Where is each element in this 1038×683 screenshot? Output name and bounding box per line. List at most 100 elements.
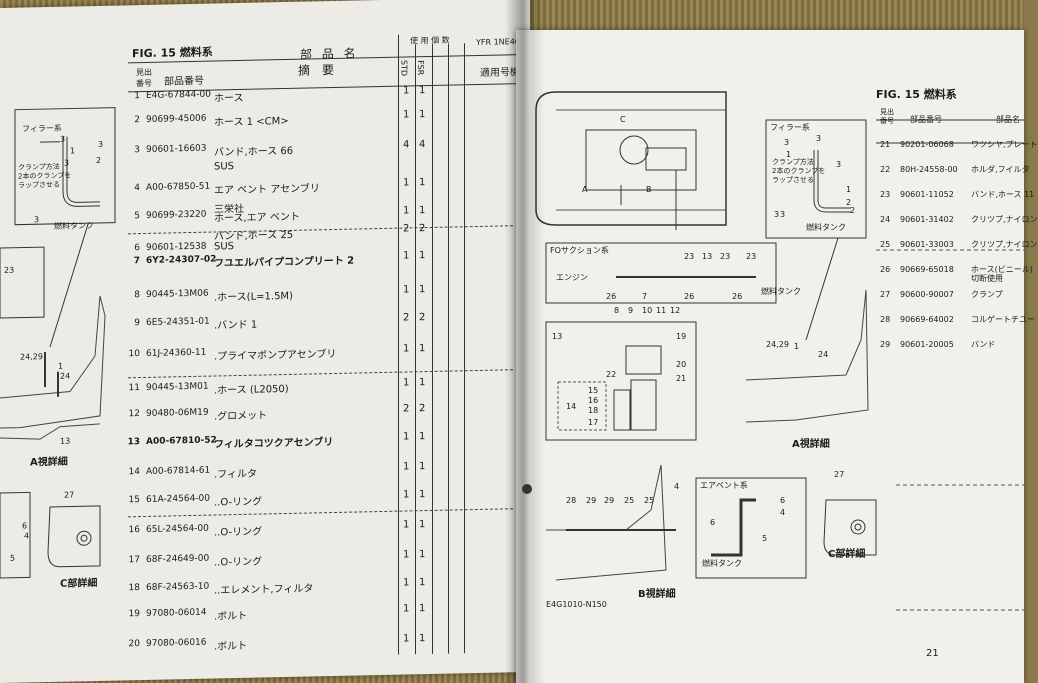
right-fig-title: FIG. 15 燃料系	[876, 88, 957, 101]
row-qty-std: 1	[403, 343, 410, 355]
right-col-header-ref: 見出 番号	[880, 108, 894, 125]
right-row-description: バンド,ホース 11	[971, 190, 1035, 199]
diagram-callout-number: 1	[70, 146, 76, 156]
row-part-number: A00-67810-52	[146, 435, 217, 447]
row-qty-fsr: 1	[419, 343, 426, 355]
row-description: SUS	[214, 241, 235, 253]
row-qty-fsr: 1	[419, 250, 426, 262]
row-description: .ホース(L=1.5M)	[214, 290, 293, 304]
row-part-number: 90699-23220	[146, 209, 207, 221]
row-description: ホース,エア ベント	[214, 211, 300, 225]
filter-callout: 15	[588, 386, 599, 395]
right-row-ref-number: 26	[880, 265, 891, 274]
row-part-number: 68F-24563-10	[146, 581, 210, 593]
filter-callout: 20	[676, 360, 687, 369]
right-clamp-note: クランプ方法 2本のクランプを ラップさせる	[772, 158, 826, 184]
right-row-part-number: 90600-90007	[900, 290, 954, 299]
suction-callout: 10	[642, 306, 653, 315]
row-qty-fsr: 1	[419, 549, 426, 561]
col-header-std: STD	[399, 59, 409, 77]
suction-callout: 12	[670, 306, 681, 315]
row-qty-fsr: 4	[419, 139, 426, 151]
suction-callout: 26	[732, 292, 743, 301]
row-part-number: 97080-06014	[146, 607, 207, 619]
page-number: 21	[926, 648, 939, 659]
left-filler-title: フィラー系	[22, 123, 62, 134]
col-header-part-no: 部品番号	[164, 75, 204, 88]
row-qty-fsr: 1	[419, 633, 426, 645]
row-qty-std: 1	[403, 109, 410, 121]
row-qty-std: 4	[403, 139, 410, 151]
col-line-1	[398, 34, 399, 655]
row-qty-std: 1	[403, 284, 410, 296]
right-diagram	[535, 91, 1024, 611]
air-vent-callout: 5	[762, 534, 768, 543]
right-row-description: クランプ	[971, 290, 1003, 299]
suction-callout: 26	[606, 292, 617, 301]
row-qty-fsr: 1	[419, 177, 426, 189]
row-qty-std: 1	[403, 603, 410, 615]
a-view-callout: 3	[836, 160, 842, 169]
row-qty-fsr: 2	[419, 403, 426, 415]
view-marker: C	[620, 115, 626, 124]
a-view-callout: 2	[850, 206, 856, 215]
a-view-callout: 24	[818, 350, 829, 359]
left-tank-label: 燃料タンク	[54, 221, 94, 231]
suction-callout: 23	[720, 252, 731, 261]
right-a-detail-caption: A視詳細	[792, 439, 830, 450]
row-qty-fsr: 1	[419, 489, 426, 501]
row-qty-std: 1	[403, 431, 410, 443]
filter-callout: 13	[552, 332, 563, 341]
suction-callout: 11	[656, 306, 667, 315]
row-ref-number: 20	[128, 639, 140, 650]
b-view-callout: 25	[624, 496, 635, 505]
row-qty-fsr: 1	[419, 461, 426, 473]
right-col-header-name: 部品名	[996, 115, 1020, 124]
diagram-callout-number: 3	[98, 139, 104, 149]
air-vent-callout: 6	[780, 496, 786, 505]
right-row-description: クリツプ,ナイロン	[971, 240, 1038, 249]
row-description: バンド,ホース 25	[214, 229, 294, 243]
filter-callout: 22	[606, 370, 617, 379]
diagram-callout-number: 6	[22, 521, 28, 531]
row-description: ..O-リング	[214, 496, 263, 509]
row-description: フィルタコツクアセンブリ	[214, 437, 334, 451]
row-qty-std: 1	[403, 549, 410, 561]
engine-label: エンジン	[556, 273, 588, 282]
row-description: .ボルト	[214, 610, 248, 623]
suction-tank-label: 燃料タンク	[761, 287, 801, 296]
view-marker: A	[582, 185, 588, 194]
diagram-callout-number: 5	[10, 553, 16, 563]
right-row-part-number: 90601-11052	[900, 190, 954, 199]
left-c-detail-caption: C部詳細	[60, 577, 98, 590]
row-description: ..エレメント,フィルタ	[214, 583, 314, 597]
row-qty-std: 1	[403, 489, 410, 501]
row-part-number: 6E5-24351-01	[146, 316, 210, 328]
row-part-number: A00-67814-61	[146, 465, 211, 477]
suction-callout: 13	[702, 252, 713, 261]
row-qty-std: 1	[403, 633, 410, 645]
diagram-callout-number: 3	[34, 215, 40, 225]
a-view-callout: 2	[846, 198, 852, 207]
diagram-callout-number: 1	[58, 361, 64, 371]
right-row-description: コルゲートチユー	[971, 315, 1035, 324]
b-view-callout: 29	[586, 496, 597, 505]
diagram-callout-number: 24	[60, 371, 71, 381]
row-qty-fsr: 1	[419, 431, 426, 443]
row-part-number: 6Y2-24307-02	[146, 254, 217, 266]
a-view-callout: 24,29	[766, 340, 789, 349]
suction-callout: 23	[746, 252, 757, 261]
diagram-callout-number: 3	[60, 134, 66, 144]
row-qty-std: 1	[403, 577, 410, 589]
right-row-ref-number: 27	[880, 290, 891, 299]
right-col-header-part-no: 部品番号	[910, 115, 942, 124]
figure-code: E4G1010-N150	[546, 600, 607, 609]
suction-callout: 26	[684, 292, 695, 301]
suction-callout: 7	[642, 292, 648, 301]
row-qty-fsr: 1	[419, 603, 426, 615]
col-header-remarks: 摘 要	[298, 63, 335, 78]
left-a-detail-caption: A視詳細	[30, 456, 68, 469]
right-row-part-number: 90601-33003	[900, 240, 954, 249]
col-header-ref: 見出 番号	[136, 67, 152, 89]
